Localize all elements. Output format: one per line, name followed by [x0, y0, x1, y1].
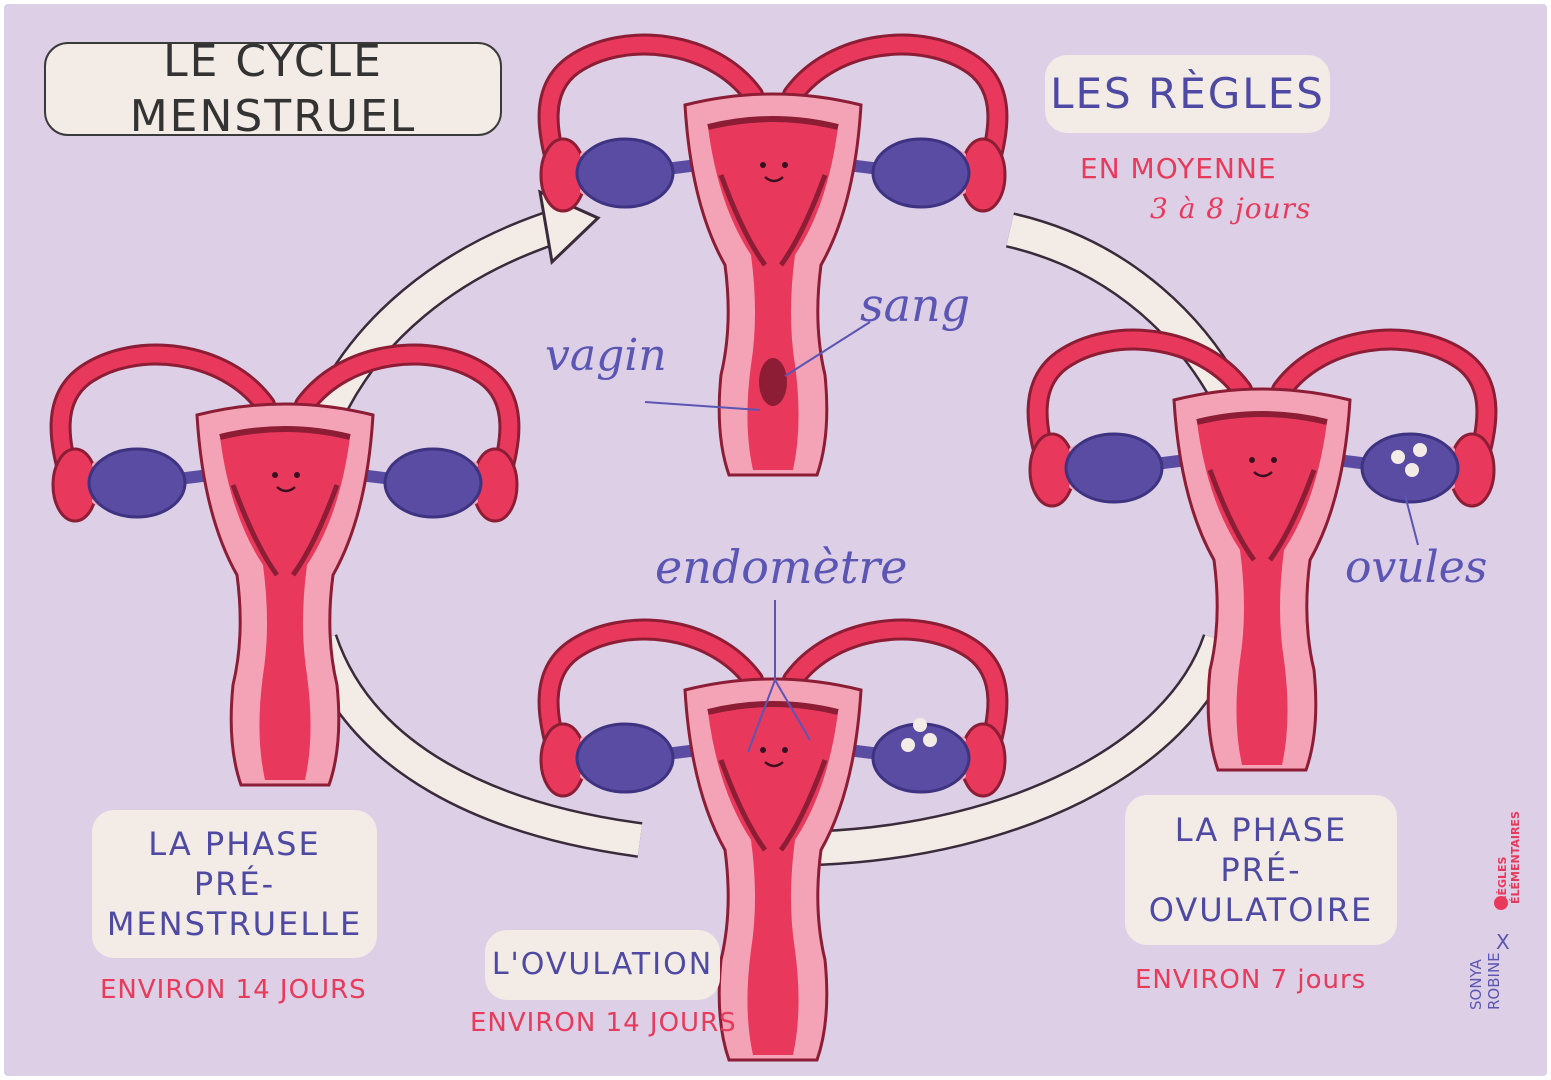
ovulation-duration: ENVIRON 14 JOURS: [470, 1008, 737, 1038]
pre-menstruelle-duration: ENVIRON 14 JOURS: [100, 975, 367, 1005]
pre-menstruelle-title-line2: PRÉ-MENSTRUELLE: [92, 864, 377, 944]
annotation-ovules: ovules: [1345, 542, 1487, 593]
uterus-menstruation: [541, 45, 1005, 475]
annotation-sang: sang: [860, 278, 970, 332]
pre-ovulatoire-title-line2: PRÉ-OVULATOIRE: [1125, 850, 1397, 930]
author-line2: ROBINE: [1485, 952, 1503, 1010]
regles-duration-line2: 3 à 8 jours: [1150, 192, 1311, 225]
uterus-pre-menstrual: [53, 355, 517, 785]
title-box: LE CYCLE MENSTRUEL: [44, 42, 502, 136]
regles-title: LES RÈGLES: [1050, 68, 1325, 121]
pre-menstruelle-title-line1: LA PHASE: [148, 824, 320, 864]
page-title: LE CYCLE MENSTRUEL: [46, 34, 500, 144]
blood-clot: [759, 358, 787, 406]
regles-duration-line1: EN MOYENNE: [1080, 152, 1277, 185]
annotation-vagin: vagin: [545, 330, 667, 381]
author-line1: SONYA: [1467, 959, 1485, 1010]
ovulation-box: L'OVULATION: [485, 930, 720, 1000]
ovulation-title: L'OVULATION: [492, 946, 713, 984]
brand-line2: ÉLÉMENTAIRES: [1510, 784, 1523, 904]
brand-credit: RÈGLES ÉLÉMENTAIRES: [1496, 784, 1524, 904]
author-credit: SONYA ROBINE: [1430, 940, 1540, 1010]
brand-logo-icon: [1494, 896, 1508, 910]
pre-menstruelle-box: LA PHASE PRÉ-MENSTRUELLE: [92, 810, 377, 958]
credit-separator: X: [1496, 930, 1510, 954]
pre-ovulatoire-box: LA PHASE PRÉ-OVULATOIRE: [1125, 795, 1397, 945]
regles-box: LES RÈGLES: [1045, 55, 1330, 133]
pre-ovulatoire-title-line1: LA PHASE: [1175, 810, 1347, 850]
annotation-endometre: endomètre: [655, 540, 908, 594]
pre-ovulatoire-duration: ENVIRON 7 jours: [1135, 965, 1366, 995]
